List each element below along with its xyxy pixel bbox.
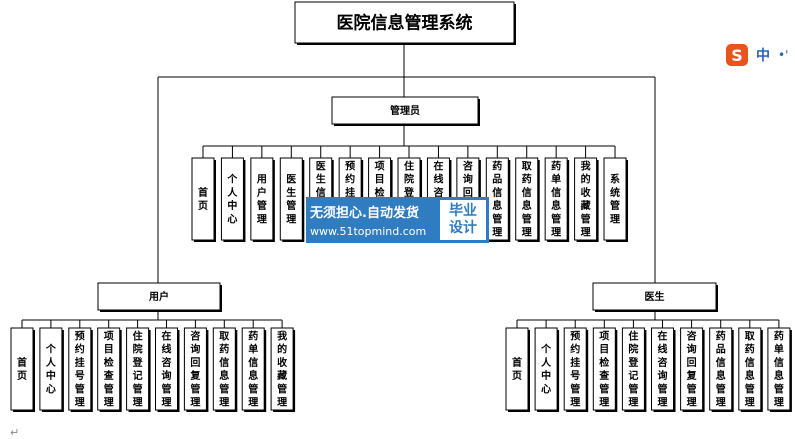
user-node-label: 个人中心 — [45, 343, 57, 396]
doctor-node-box — [505, 327, 529, 411]
ime-punctuation-toggle[interactable]: •' — [778, 48, 789, 62]
admin-node-box — [279, 157, 303, 241]
watermark-badge-line1: 毕业 — [449, 203, 477, 219]
doctor-node-box — [738, 327, 762, 411]
admin-node-label: 管理员 — [390, 104, 420, 117]
user-node-box — [97, 282, 221, 311]
user-node-label: 住院登记管理 — [132, 330, 144, 409]
root-node-label: 医院信息管理系统 — [337, 13, 473, 34]
user-node-box — [10, 327, 34, 411]
watermark-slogan: 无须担心.自动发货 — [310, 206, 419, 221]
user-node-label: 药单信息管理 — [248, 330, 258, 409]
admin-node-box — [250, 157, 274, 241]
user-node-label: 项目检查管理 — [103, 331, 115, 409]
doctor-node-label: 药单信息管理 — [774, 330, 784, 409]
user-node-box — [39, 327, 63, 411]
user-node-box — [212, 327, 236, 411]
doctor-node-label: 医生 — [645, 290, 665, 303]
doctor-node-box — [534, 327, 558, 411]
admin-node-label: 个人中心 — [226, 173, 238, 226]
doctor-node-box — [592, 327, 616, 411]
admin-node-label: 用户管理 — [256, 174, 267, 226]
user-node-label: 首页 — [17, 356, 27, 382]
doctor-node-box — [767, 327, 791, 411]
doctor-node-box — [592, 282, 717, 311]
user-node-box — [183, 327, 207, 411]
watermark-badge-line2: 设计 — [449, 220, 477, 236]
doctor-node-label: 咨询回复管理 — [686, 330, 698, 409]
user-node-label: 咨询回复管理 — [189, 330, 201, 409]
watermark-badge: 毕业 设计 — [440, 200, 486, 240]
watermark-banner: 无须担心.自动发货 www.51topmind.com 毕业 设计 — [306, 197, 489, 243]
doctor-node-label: 在线咨询管理 — [658, 330, 668, 409]
doctor-node-box — [680, 327, 704, 411]
sogou-logo-icon[interactable]: S — [726, 44, 748, 66]
admin-node-box — [191, 157, 215, 241]
doctor-node-box — [709, 327, 733, 411]
user-node-label: 取药信息管理 — [219, 331, 230, 409]
doctor-node-label: 首页 — [512, 356, 522, 382]
doctor-node-label: 药品信息管理 — [716, 330, 726, 409]
user-node-label: 用户 — [148, 290, 169, 303]
user-node-box — [97, 327, 121, 411]
admin-node-label: 我的收藏管理 — [581, 160, 591, 239]
user-node-label: 在线咨询管理 — [162, 330, 172, 409]
admin-node-box — [515, 157, 539, 241]
paragraph-mark: ↵ — [10, 426, 20, 439]
admin-node-label: 取药信息管理 — [522, 161, 533, 239]
doctor-node-label: 住院登记管理 — [627, 330, 639, 409]
doctor-node-box — [563, 327, 587, 411]
admin-node-box — [574, 157, 598, 241]
doctor-node-label: 项目检查管理 — [598, 331, 610, 409]
user-node-box — [155, 327, 178, 411]
user-node-box — [241, 327, 265, 411]
doctor-node-label: 预约挂号管理 — [570, 331, 580, 409]
ime-mode-toggle[interactable]: 中 — [756, 48, 770, 64]
user-node-label: 我的收藏管理 — [277, 330, 287, 409]
admin-node-box — [544, 157, 568, 241]
admin-node-box — [603, 157, 627, 241]
admin-node-box — [331, 96, 479, 125]
admin-node-label: 首页 — [198, 186, 208, 212]
admin-node-label: 系统管理 — [610, 173, 620, 226]
user-node-box — [270, 327, 294, 411]
watermark-url: www.51topmind.com — [310, 225, 427, 238]
admin-node-label: 药单信息管理 — [551, 160, 561, 239]
user-node-box — [68, 327, 92, 411]
user-node-label: 预约挂号管理 — [75, 331, 85, 409]
admin-node-label: 药品信息管理 — [492, 160, 502, 239]
user-node-box — [126, 327, 150, 411]
doctor-node-box — [621, 327, 645, 411]
admin-node-box — [220, 157, 244, 241]
doctor-node-box — [651, 327, 674, 411]
doctor-node-label: 个人中心 — [540, 343, 552, 396]
watermark-text-area: 无须担心.自动发货 www.51topmind.com — [306, 197, 440, 243]
admin-node-label: 医生管理 — [286, 174, 296, 226]
doctor-node-label: 取药信息管理 — [745, 331, 756, 409]
ime-toolbar[interactable]: S 中 •' — [726, 43, 788, 67]
root-node-box — [294, 1, 515, 44]
